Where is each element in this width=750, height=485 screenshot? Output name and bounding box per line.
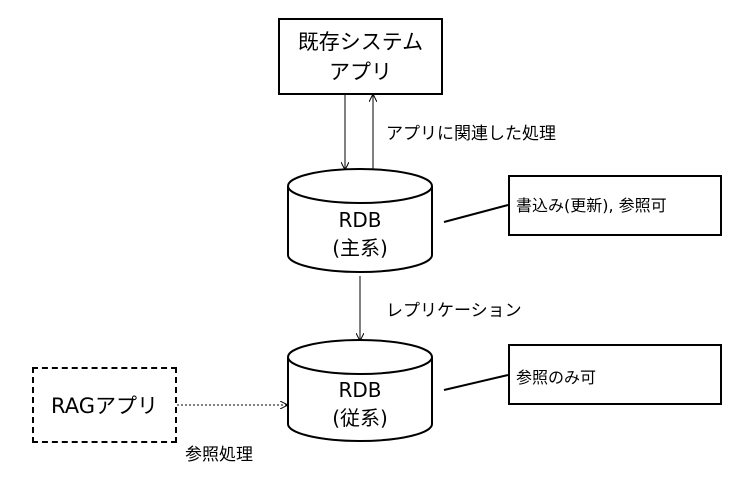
legacy-app-node: 既存システム アプリ: [278, 18, 443, 95]
note-primary-text: 書込み(更新), 参照可: [516, 196, 667, 215]
rdb-replica-label: RDB (従系): [288, 376, 432, 432]
rag-app-label: RAGアプリ: [50, 394, 158, 418]
note-replica: 参照のみ可: [508, 344, 722, 405]
rdb-replica-cylinder: [287, 339, 433, 442]
rdb-primary-cylinder: [287, 168, 433, 273]
edge-label-reference-processing: 参照処理: [185, 445, 253, 465]
rdb-primary-label: RDB (主系): [288, 206, 432, 262]
note-primary: 書込み(更新), 参照可: [508, 175, 722, 236]
note-connector-replica: [443, 374, 509, 391]
note-replica-text: 参照のみ可: [516, 368, 597, 387]
rdb-replica-line1: RDB: [338, 378, 382, 402]
rag-app-node: RAGアプリ: [32, 367, 177, 443]
note-connector-primary: [443, 204, 509, 223]
legacy-app-line1: 既存システム: [297, 29, 424, 54]
legacy-app-line2: アプリ: [329, 59, 392, 84]
edge-label-app-processing: アプリに関連した処理: [386, 124, 556, 144]
rdb-primary-line2: (主系): [332, 236, 388, 260]
rdb-replica-line2: (従系): [332, 406, 388, 430]
rdb-primary-line1: RDB: [338, 208, 382, 232]
edge-label-replication: レプリケーション: [386, 301, 522, 321]
